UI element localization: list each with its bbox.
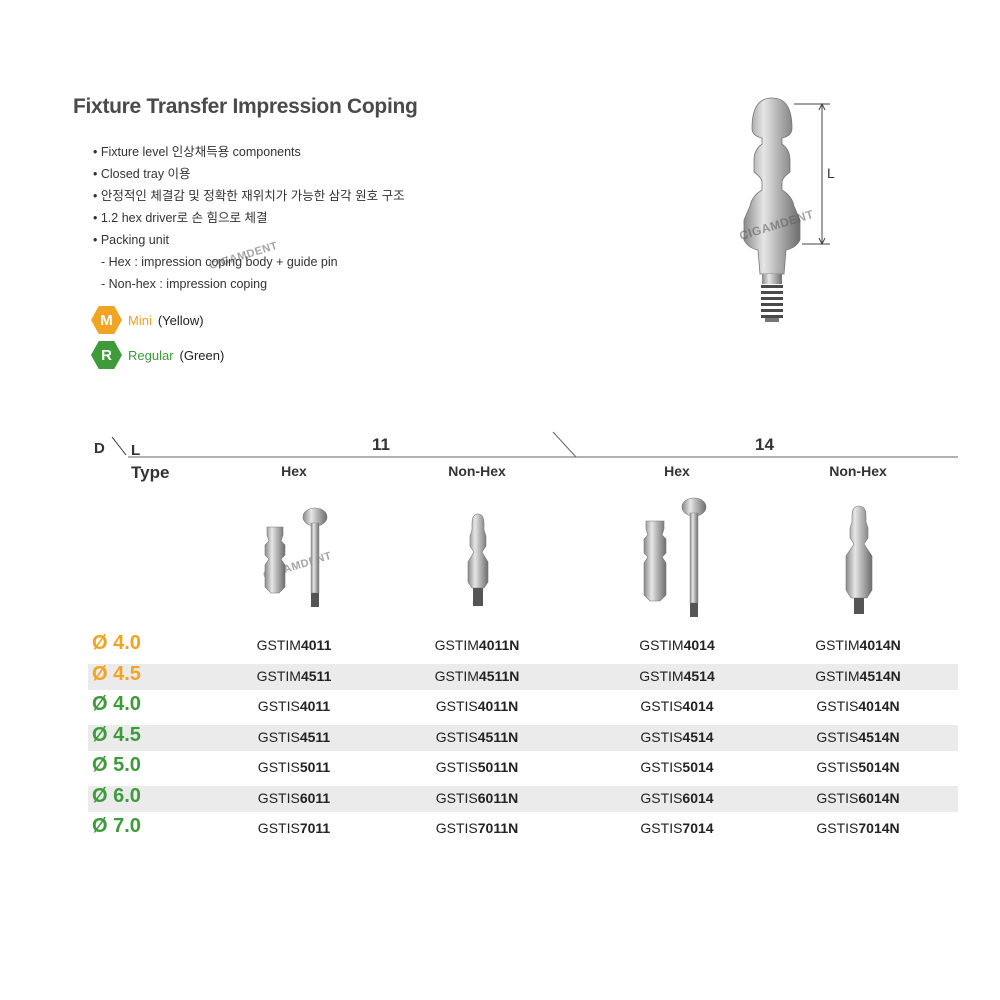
- product-code: GSTIM4014: [639, 637, 715, 653]
- product-code: GSTIS7011: [257, 820, 331, 836]
- table-row-band: [88, 724, 958, 751]
- group-11-label: 11: [372, 435, 390, 454]
- nonhex-14-image: [845, 505, 873, 614]
- corner-d-label: D: [94, 440, 105, 457]
- product-code: GSTIS4511: [257, 728, 331, 745]
- hex-14-image: [643, 497, 707, 617]
- product-code: GSTIS6014N: [816, 789, 900, 806]
- corner-l-label: L: [131, 442, 141, 459]
- table-row-band: [88, 785, 958, 812]
- product-code: GSTIM4514N: [815, 667, 901, 684]
- regular-hex-icon: R: [91, 341, 122, 369]
- badge-mini-note: (Yellow): [157, 312, 204, 328]
- diameter-label: Ø 7.0: [92, 815, 141, 837]
- product-code: GSTIS4514N: [816, 728, 900, 745]
- product-code: GSTIS4011N: [435, 698, 519, 714]
- diameter-label: Ø 4.0: [92, 693, 141, 715]
- product-code: GSTIM4511: [256, 667, 332, 684]
- product-code: GSTIM4514: [639, 667, 715, 684]
- product-code: GSTIS6014: [640, 789, 714, 806]
- diameter-label: Ø 5.0: [92, 754, 141, 776]
- product-code: GSTIM4511N: [434, 667, 520, 684]
- group-14-label: 14: [755, 435, 774, 454]
- feature-item: • 안정적인 체결감 및 정확한 재위치가 가능한 삼각 원호 구조: [93, 189, 405, 203]
- hex-11-image: [264, 507, 328, 607]
- column-header: Non-Hex: [829, 463, 887, 479]
- coping-body-icon: [845, 505, 873, 614]
- mini-hex-icon: M: [91, 306, 122, 334]
- length-dimension-icon: [794, 102, 830, 246]
- product-code: GSTIS4014: [640, 698, 714, 714]
- column-header: Non-Hex: [448, 463, 506, 479]
- packing-item: - Non-hex : impression coping: [101, 277, 268, 291]
- product-code: GSTIS5014N: [816, 759, 900, 775]
- product-code: GSTIS5014: [640, 759, 714, 775]
- badge-regular: R Regular (Green): [91, 341, 224, 369]
- diameter-label: Ø 4.5: [92, 662, 141, 685]
- diameter-label: Ø 6.0: [92, 784, 141, 807]
- product-code: GSTIS7011N: [435, 820, 519, 836]
- badge-regular-name: Regular: [128, 347, 174, 363]
- header-lines: [128, 431, 958, 458]
- product-code: GSTIS6011N: [435, 789, 519, 806]
- product-code: GSTIS5011N: [435, 759, 519, 775]
- badge-mini: M Mini (Yellow): [91, 306, 204, 334]
- product-code: GSTIS5011: [257, 759, 331, 775]
- feature-item: • Closed tray 이용: [93, 167, 191, 181]
- product-code: GSTIM4011N: [434, 637, 520, 653]
- badge-regular-note: (Green): [179, 347, 225, 363]
- feature-item: • Fixture level 인상채득용 components: [93, 145, 301, 159]
- guide-pin-icon: [681, 497, 707, 617]
- product-code: GSTIS4514: [640, 728, 714, 745]
- feature-item: • Packing unit: [93, 233, 169, 247]
- corner-divider-icon: [111, 436, 127, 456]
- coping-illustration: L: [743, 97, 835, 322]
- nonhex-11-image: [467, 513, 489, 606]
- diameter-label: Ø 4.0: [92, 632, 141, 654]
- page-title: Fixture Transfer Impression Coping: [73, 95, 418, 118]
- product-code: GSTIS4011: [257, 698, 331, 714]
- column-header: Hex: [664, 463, 690, 479]
- packing-item: - Hex : impression coping body + guide p…: [101, 255, 338, 269]
- product-code: GSTIS7014: [640, 820, 714, 836]
- product-code: GSTIM4014N: [815, 637, 901, 653]
- coping-body-icon: [467, 513, 489, 606]
- product-code: GSTIM4011: [256, 637, 332, 653]
- product-code: GSTIS4511N: [435, 728, 519, 745]
- feature-item: • 1.2 hex driver로 손 힘으로 체결: [93, 211, 268, 225]
- length-label: L: [827, 165, 835, 181]
- product-code: GSTIS7014N: [816, 820, 900, 836]
- product-code: GSTIS4014N: [816, 698, 900, 714]
- diameter-label: Ø 4.5: [92, 723, 141, 746]
- table-row-band: [88, 663, 958, 690]
- column-header: Hex: [281, 463, 307, 479]
- coping-body-icon: [743, 97, 801, 322]
- coping-body-icon: [264, 526, 286, 594]
- badge-mini-name: Mini: [128, 312, 152, 328]
- feature-list: • Fixture level 인상채득용 components • Close…: [93, 141, 405, 295]
- type-label: Type: [131, 463, 170, 482]
- coping-body-icon: [643, 520, 667, 602]
- product-code: GSTIS6011: [257, 789, 331, 806]
- guide-pin-icon: [302, 507, 328, 607]
